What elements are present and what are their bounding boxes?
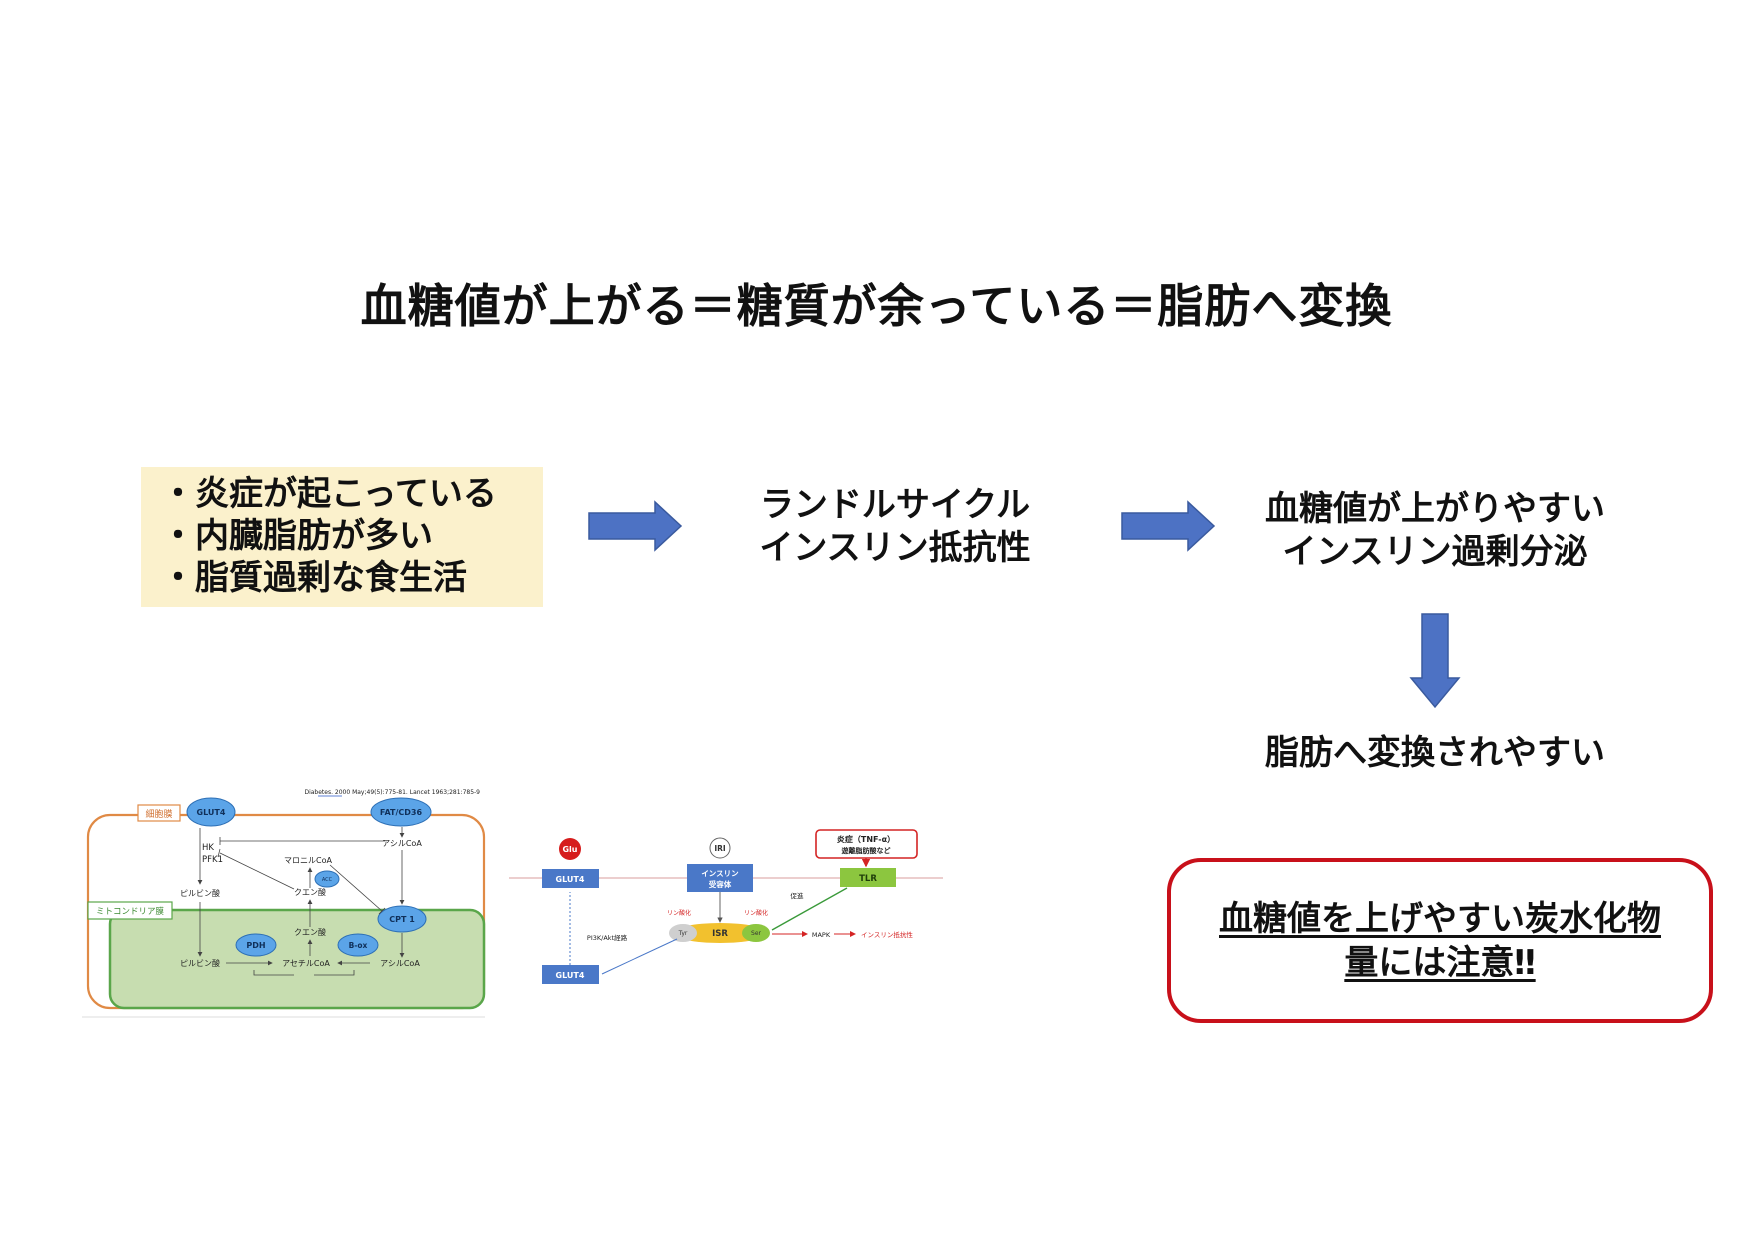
phosphorylation-label: リン酸化 bbox=[744, 909, 768, 917]
isr-substrate: ISR bbox=[712, 929, 728, 939]
glucose-icon: Glu bbox=[562, 845, 577, 854]
inflammation-label: 炎症（TNF-α） bbox=[837, 834, 895, 844]
citation: Diabetes. 2000 May;49(5):775-81. Lancet … bbox=[304, 789, 480, 796]
step-randle-cycle: ランドルサイクル インスリン抵抗性 bbox=[700, 484, 1090, 570]
warning-line: 量には注意‼ bbox=[1344, 942, 1536, 983]
malonyl-coa-label: マロニルCoA bbox=[284, 856, 332, 865]
step-line: 血糖値が上がりやすい bbox=[1265, 489, 1605, 529]
iri-icon: IRI bbox=[714, 844, 726, 853]
causes-box: ・炎症が起こっている ・内臓脂肪が多い ・脂質過剰な食生活 bbox=[141, 467, 543, 607]
step-line: インスリン抵抗性 bbox=[759, 528, 1031, 568]
mito-membrane-label: ミトコンドリア膜 bbox=[96, 906, 165, 917]
warning-line: 血糖値を上げやすい炭水化物 bbox=[1219, 898, 1661, 939]
randle-cycle-diagram: Diabetes. 2000 May;49(5):775-81. Lancet … bbox=[82, 789, 486, 1018]
hk-label: HK bbox=[202, 843, 214, 853]
pfk1-label: PFK1 bbox=[202, 855, 223, 865]
promote-label: 促進 bbox=[791, 891, 805, 900]
tyr-site: Tyr bbox=[678, 930, 688, 937]
insulin-resistance-label: インスリン抵抗性 bbox=[861, 930, 913, 939]
acyl-coa-in: アシルCoA bbox=[380, 959, 420, 968]
pyruvate-out: ピルビン酸 bbox=[180, 888, 220, 898]
cell-membrane-label: 細胞膜 bbox=[145, 808, 172, 820]
pi3k-akt-label: PI3K/Akt経路 bbox=[587, 933, 628, 942]
citrate-in: クエン酸 bbox=[294, 927, 326, 937]
cause-item: ・炎症が起こっている bbox=[161, 474, 497, 514]
cause-item: ・脂質過剰な食生活 bbox=[161, 558, 467, 598]
tlr-receptor: TLR bbox=[859, 874, 877, 884]
acetyl-coa: アセチルCoA bbox=[282, 959, 330, 968]
fat-cd36-protein: FAT/CD36 bbox=[380, 808, 423, 817]
step-high-glucose: 血糖値が上がりやすい インスリン過剰分泌 bbox=[1235, 488, 1635, 574]
mitochondria bbox=[108, 908, 486, 1010]
mapk-label: MAPK bbox=[812, 931, 831, 939]
insulin-receptor-line: 受容体 bbox=[709, 879, 732, 889]
down-arrow-icon bbox=[1409, 613, 1461, 709]
pdh-enzyme: PDH bbox=[246, 941, 265, 950]
glut4-membrane: GLUT4 bbox=[556, 875, 585, 884]
step-line: ランドルサイクル bbox=[759, 485, 1031, 525]
acyl-coa-out: アシルCoA bbox=[382, 839, 422, 848]
phosphorylation-label: リン酸化 bbox=[667, 909, 691, 917]
ffa-label: 遊離脂肪酸など bbox=[842, 846, 891, 855]
step-line: インスリン過剰分泌 bbox=[1282, 532, 1588, 572]
citrate-out: クエン酸 bbox=[294, 887, 326, 897]
cpt1-protein: CPT 1 bbox=[389, 915, 415, 924]
right-arrow-icon bbox=[588, 500, 683, 552]
page-title: 血糖値が上がる＝糖質が余っている＝脂肪へ変換 bbox=[360, 279, 1393, 333]
beta-oxidation: Β-ox bbox=[349, 941, 368, 950]
step-fat-conversion: 脂肪へ変換されやすい bbox=[1265, 733, 1605, 773]
acc-enzyme: ACC bbox=[322, 877, 333, 883]
insulin-receptor-line: インスリン bbox=[701, 869, 739, 878]
cause-item: ・内臓脂肪が多い bbox=[161, 516, 433, 556]
pyruvate-in: ピルビン酸 bbox=[180, 958, 220, 968]
warning-box: 血糖値を上げやすい炭水化物 量には注意‼ bbox=[1167, 858, 1713, 1023]
glut4-vesicle: GLUT4 bbox=[556, 971, 585, 980]
glut4-protein: GLUT4 bbox=[197, 808, 226, 817]
right-arrow-icon bbox=[1121, 500, 1216, 552]
ser-site: Ser bbox=[751, 930, 762, 937]
insulin-signaling-diagram: Glu IRI 炎症（TNF-α） 遊離脂肪酸など GLUT4 インスリン 受容… bbox=[509, 829, 943, 984]
